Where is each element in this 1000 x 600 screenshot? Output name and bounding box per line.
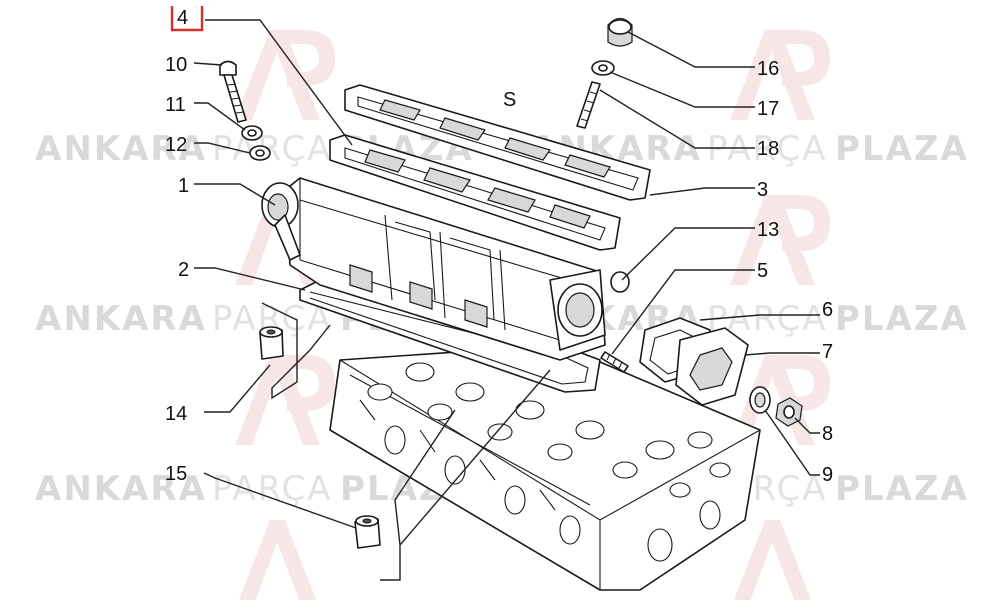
callout-5[interactable]: 5: [757, 260, 768, 282]
callout-1[interactable]: 1: [178, 175, 189, 197]
stud-18: [576, 81, 601, 129]
callout-labels: 4 10 11 12 1 2 14 15 16 17 18 3 13 5 6 7…: [165, 7, 833, 486]
watermark-parca: PARÇA: [212, 469, 333, 509]
callout-17[interactable]: 17: [757, 98, 779, 120]
callout-11[interactable]: 11: [165, 94, 186, 116]
cover-plate-7: [675, 327, 749, 406]
ap-logo-icon: [730, 30, 830, 120]
watermark-ankara: ANKARA: [35, 299, 207, 339]
watermark-plaza: PLAZA: [835, 469, 969, 509]
callout-6[interactable]: 6: [822, 299, 833, 321]
callout-3[interactable]: 3: [757, 179, 768, 201]
rocker-cover-1: [261, 177, 606, 361]
sleeve-15: [354, 515, 381, 549]
dowel-5: [600, 351, 629, 373]
callout-13[interactable]: 13: [757, 219, 779, 241]
washer-12: [249, 145, 271, 161]
washer-11: [241, 125, 263, 141]
seal-ring-9: [749, 386, 771, 414]
watermark-ankara: ANKARA: [35, 469, 207, 509]
watermark-ankara: ANKARA: [35, 129, 207, 169]
callout-18[interactable]: 18: [757, 138, 779, 160]
callout-4[interactable]: 4: [177, 7, 188, 29]
callout-2[interactable]: 2: [178, 259, 189, 281]
cap-nut-16: [607, 17, 633, 47]
watermark-parca: PARÇA: [707, 129, 828, 169]
s-marker: S: [503, 89, 516, 111]
callout-16[interactable]: 16: [757, 58, 779, 80]
gasket-3: [344, 84, 651, 201]
ap-logo-icon: [730, 195, 830, 285]
callout-7[interactable]: 7: [822, 341, 833, 363]
cylinder-head: [329, 344, 761, 591]
callout-8[interactable]: 8: [822, 423, 833, 445]
watermark-parca: PARÇA: [212, 129, 333, 169]
sleeve-14: [259, 326, 284, 360]
washer-17: [591, 60, 615, 76]
ap-logo-icon: [238, 520, 317, 600]
gasket-4: [329, 134, 621, 251]
ap-logo-icon: [733, 520, 812, 600]
callout-4-highlight: [170, 6, 204, 32]
ap-logo-icon: [235, 355, 335, 445]
callout-12[interactable]: 12: [165, 134, 187, 156]
watermark-plaza: PLAZA: [835, 129, 969, 169]
ap-logo-icon: [235, 30, 335, 120]
watermark-plaza: PLAZA: [835, 299, 969, 339]
callout-15[interactable]: 15: [165, 463, 187, 485]
callout-9[interactable]: 9: [822, 464, 833, 486]
callout-10[interactable]: 10: [165, 54, 187, 76]
leader-lines: [193, 19, 820, 581]
callout-14[interactable]: 14: [165, 403, 187, 425]
bolt-10: [219, 60, 247, 123]
